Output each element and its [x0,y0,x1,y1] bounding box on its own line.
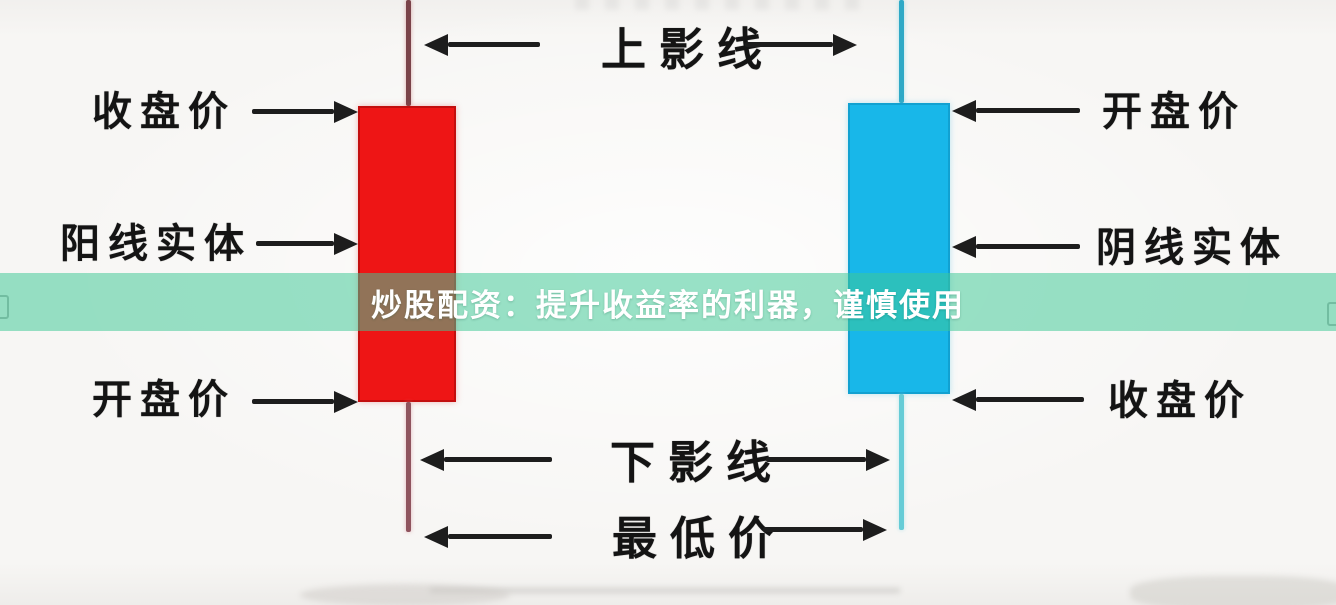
bear-candle-body [848,103,950,394]
bear-upper-shadow-line [899,0,904,103]
label-bull-body: 阳线实体 [60,220,252,267]
label-bull-open-price: 开盘价 [92,376,236,423]
cropped-top-label-remnant [575,0,875,10]
arrow-lower-shadow-left [444,457,552,462]
headline-banner: 炒股配资：提升收益率的利器，谨慎使用 [0,273,1336,331]
label-bear-body: 阴线实体 [1096,224,1288,271]
arrow-upper-shadow-left [448,42,540,47]
arrow-bull-open [252,399,334,404]
banner-left-edge-mark [0,295,9,319]
arrow-bear-open [976,108,1080,113]
arrow-lowest-price-right [763,527,863,532]
arrow-upper-shadow-right [745,42,833,47]
bottom-artifact-left [300,584,510,605]
arrow-lower-shadow-right [766,457,866,462]
bottom-artifact-line [430,588,900,593]
bear-lower-shadow-line [899,394,904,530]
arrow-bull-body [256,241,334,246]
banner-right-edge-mark [1327,302,1336,326]
bull-candle-body [358,106,456,402]
label-bear-open-price: 开盘价 [1102,88,1246,135]
bull-lower-shadow-line [406,402,411,532]
label-lowest-price: 最低价 [612,512,787,565]
arrow-bull-close [252,109,334,114]
arrow-bear-close [976,397,1084,402]
arrow-bear-body [976,244,1080,249]
headline-banner-title: 炒股配资：提升收益率的利器，谨慎使用 [371,287,965,324]
bottom-artifact-right [1130,576,1336,605]
label-lower-shadow: 下影线 [610,436,785,489]
arrow-lowest-price-left [448,534,552,539]
bull-upper-shadow-line [406,0,411,106]
label-bull-close-price: 收盘价 [92,88,236,135]
label-bear-close-price: 收盘价 [1108,377,1252,424]
label-upper-shadow: 上影线 [601,23,776,76]
